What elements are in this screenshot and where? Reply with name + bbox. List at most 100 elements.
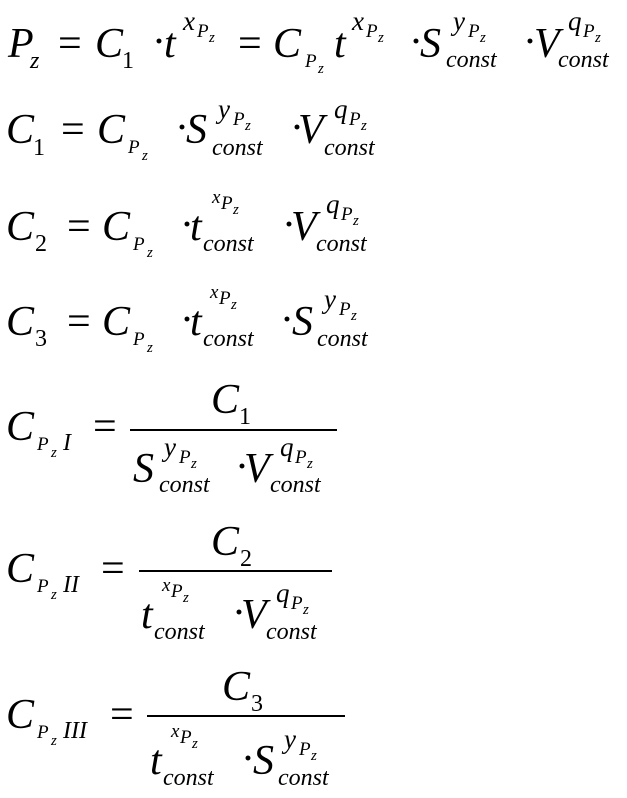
subscript-z: z bbox=[29, 48, 40, 74]
subscript-const: const bbox=[446, 47, 498, 73]
symbol-s: S bbox=[292, 299, 313, 345]
subscript-z: z bbox=[50, 445, 57, 461]
subscript-p: P bbox=[36, 576, 49, 597]
dot-operator: · bbox=[232, 590, 246, 636]
equals-sign: = bbox=[93, 404, 117, 450]
dot-operator: · bbox=[523, 19, 537, 65]
symbol-s: S bbox=[186, 107, 207, 153]
subscript-const: const bbox=[212, 135, 264, 161]
subscript-three: 3 bbox=[251, 691, 263, 717]
exponent-z: z bbox=[360, 118, 367, 134]
subscript-p: P bbox=[132, 234, 145, 255]
symbol-s: S bbox=[420, 21, 441, 67]
subscript-one: 1 bbox=[122, 48, 134, 74]
exponent-p: P bbox=[582, 21, 595, 42]
subscript-z: z bbox=[50, 587, 57, 603]
dot-operator: · bbox=[180, 297, 194, 343]
symbol-c: C bbox=[6, 299, 35, 345]
subscript-p: P bbox=[36, 722, 49, 743]
exponent-z: z bbox=[310, 748, 317, 764]
subscript-const: const bbox=[270, 472, 322, 498]
exponent-x: x bbox=[351, 6, 364, 36]
symbol-c: C bbox=[211, 519, 240, 565]
exponent-z: z bbox=[306, 456, 313, 472]
symbol-c: C bbox=[211, 377, 240, 423]
subscript-const: const bbox=[154, 619, 206, 645]
exponent-p: P bbox=[179, 727, 192, 748]
dot-operator: · bbox=[280, 297, 294, 343]
exponent-p: P bbox=[218, 288, 231, 309]
exponent-z: z bbox=[594, 30, 601, 46]
exponent-y: y bbox=[281, 724, 296, 754]
symbol-t: t bbox=[141, 592, 154, 638]
symbol-v: V bbox=[534, 21, 564, 67]
symbol-c: C bbox=[102, 204, 131, 250]
subscript-const: const bbox=[278, 765, 330, 791]
dot-operator: · bbox=[290, 105, 304, 151]
symbol-s: S bbox=[133, 446, 154, 492]
subscript-p: P bbox=[36, 434, 49, 455]
subscript-roman: I bbox=[62, 430, 72, 456]
subscript-three: 3 bbox=[35, 326, 47, 352]
exponent-z: z bbox=[232, 202, 239, 218]
symbol-c: C bbox=[95, 21, 124, 67]
exponent-q: q bbox=[334, 94, 348, 124]
subscript-const: const bbox=[163, 765, 215, 791]
dot-operator: · bbox=[152, 19, 166, 65]
exponent-p: P bbox=[294, 447, 307, 468]
subscript-const: const bbox=[203, 326, 255, 352]
symbol-c: C bbox=[222, 664, 251, 710]
exponent-p: P bbox=[290, 593, 303, 614]
exponent-p: P bbox=[340, 204, 353, 225]
symbol-c: C bbox=[6, 692, 35, 738]
equals-sign: = bbox=[67, 204, 91, 250]
subscript-p: P bbox=[132, 329, 145, 350]
dot-operator: · bbox=[241, 736, 255, 782]
exponent-q: q bbox=[276, 578, 290, 608]
subscript-const: const bbox=[558, 47, 610, 73]
exponent-z: z bbox=[230, 297, 237, 313]
subscript-roman: II bbox=[62, 572, 80, 598]
exponent-p: P bbox=[348, 109, 361, 130]
subscript-const: const bbox=[203, 231, 255, 257]
equation-cpz-ii: C P z II = C 2 t x P z const · V q P z c… bbox=[6, 519, 332, 645]
exponent-q: q bbox=[326, 189, 340, 219]
symbol-v: V bbox=[244, 446, 274, 492]
symbol-c: C bbox=[6, 107, 35, 153]
equation-cpz-i: C P z I = C 1 S y P z const · V q P z co… bbox=[6, 377, 337, 498]
dot-operator: · bbox=[409, 19, 423, 65]
exponent-p: P bbox=[232, 109, 245, 130]
subscript-z: z bbox=[50, 733, 57, 749]
subscript-const: const bbox=[317, 326, 369, 352]
symbol-v: V bbox=[291, 204, 321, 250]
exponent-x: x bbox=[209, 282, 219, 303]
exponent-z: z bbox=[350, 308, 357, 324]
subscript-two: 2 bbox=[35, 231, 47, 257]
symbol-c: C bbox=[6, 204, 35, 250]
exponent-z: z bbox=[191, 736, 198, 752]
subscript-z: z bbox=[141, 148, 148, 164]
exponent-z: z bbox=[244, 118, 251, 134]
equation-c3: C 3 = C P z · t x P z const · S y P z co… bbox=[6, 282, 369, 356]
exponent-y: y bbox=[450, 6, 465, 36]
subscript-const: const bbox=[266, 619, 318, 645]
equation-pz: P z = C 1 · t x P z = C P z t x P z · S … bbox=[7, 6, 610, 77]
symbol-c: C bbox=[97, 107, 126, 153]
exponent-x: x bbox=[170, 721, 180, 742]
equals-sign: = bbox=[238, 21, 262, 67]
exponent-p: P bbox=[220, 193, 233, 214]
subscript-const: const bbox=[316, 231, 368, 257]
symbol-s: S bbox=[253, 738, 274, 784]
symbol-c: C bbox=[6, 546, 35, 592]
dot-operator: · bbox=[180, 202, 194, 248]
exponent-p: P bbox=[170, 581, 183, 602]
subscript-z: z bbox=[317, 61, 324, 77]
equals-sign: = bbox=[110, 692, 134, 738]
symbol-t: t bbox=[334, 21, 347, 67]
subscript-const: const bbox=[159, 472, 211, 498]
symbol-p: P bbox=[7, 21, 34, 67]
exponent-z: z bbox=[302, 602, 309, 618]
symbol-t: t bbox=[150, 738, 163, 784]
subscript-roman: III bbox=[62, 718, 88, 744]
